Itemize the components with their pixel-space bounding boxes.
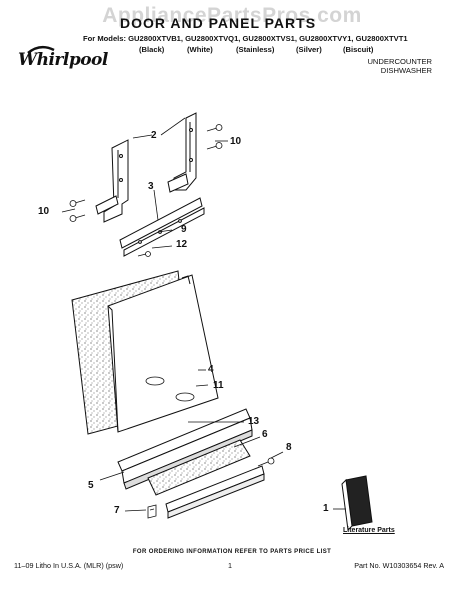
models-line: For Models: GU2800XTVB1, GU2800XTVQ1, GU… [83, 34, 408, 43]
callout-10-left: 10 [38, 206, 50, 217]
color-label: (White) [187, 45, 213, 54]
door-panel [71, 270, 219, 435]
callout-leader-lines [61, 117, 346, 512]
litho-info: 11–09 Litho In U.S.A. (MLR) (psw) [14, 561, 124, 570]
door-hinge-bracket-right [167, 112, 197, 193]
page-number: 1 [228, 561, 232, 570]
panel-clip [147, 504, 157, 519]
callout-10-right: 10 [230, 136, 242, 147]
callout-13: 13 [248, 416, 260, 427]
callout-12: 12 [176, 239, 188, 250]
panel-screw [137, 251, 151, 257]
callout-3: 3 [148, 181, 154, 192]
color-label: (Silver) [296, 45, 322, 54]
literature-parts-label: Literature Parts [343, 527, 395, 534]
ordering-info: FOR ORDERING INFORMATION REFER TO PARTS … [132, 549, 332, 555]
callout-4: 4 [208, 364, 214, 375]
control-panel [117, 408, 253, 490]
callout-9: 9 [181, 224, 187, 235]
part-number: Part No. W10303654 Rev. A [354, 561, 444, 570]
color-label: (Stainless) [236, 45, 275, 54]
trim-strip [165, 465, 265, 519]
brand-logo: Whirlpool [18, 50, 108, 70]
product-type-line1: UNDERCOUNTER [367, 57, 432, 66]
console-insulation [147, 439, 251, 496]
callout-11: 11 [213, 380, 224, 391]
page-title: DOOR AND PANEL PARTS [120, 15, 317, 31]
literature-booklet [341, 475, 373, 532]
callout-5: 5 [88, 480, 94, 491]
whirlpool-swoosh-icon [27, 45, 55, 54]
watermark: AppliancePartsPros.com [102, 4, 362, 27]
door-hinge-bracket-left [95, 139, 129, 223]
callout-7: 7 [114, 505, 120, 516]
color-label: (Black) [139, 45, 165, 54]
callout-8: 8 [286, 442, 292, 453]
callout-1: 1 [323, 503, 329, 514]
callout-6: 6 [262, 429, 268, 440]
console-screw [257, 457, 275, 467]
product-type-line2: DISHWASHER [380, 66, 432, 75]
callout-2: 2 [151, 130, 157, 141]
color-label: (Biscuit) [343, 45, 374, 54]
door-handle-insert [145, 376, 195, 402]
panel-bracket [119, 197, 205, 257]
hinge-screws [69, 124, 223, 222]
